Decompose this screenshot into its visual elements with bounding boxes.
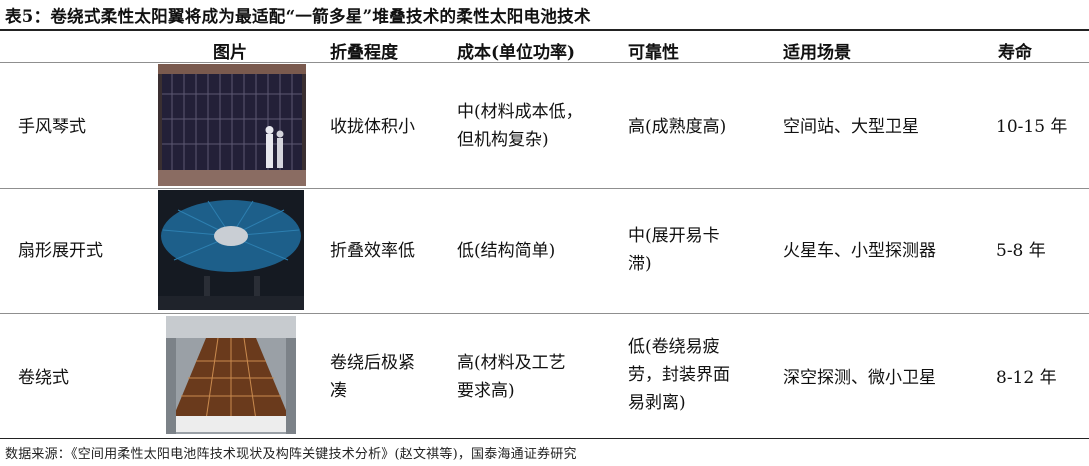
row1-separator — [0, 188, 1089, 189]
row3-cost: 高(材料及工艺 要求高) — [457, 353, 566, 401]
rolled-array-photo — [166, 316, 296, 434]
fan-array-photo — [158, 190, 304, 310]
row3-type: 卷绕式 — [18, 368, 69, 388]
row2-type: 扇形展开式 — [18, 241, 103, 261]
row1-lifespan: 10-15 年 — [996, 117, 1068, 137]
row1-folding: 收拢体积小 — [330, 117, 415, 137]
row2-cost: 低(结构简单) — [457, 241, 556, 261]
row2-separator — [0, 313, 1089, 314]
header-folding: 折叠程度 — [330, 43, 398, 63]
source-footnote: 数据来源：《空间用柔性太阳电池阵技术现状及构阵关键技术分析》(赵文祺等)，国泰海… — [5, 447, 577, 462]
header-scenario: 适用场景 — [783, 43, 851, 63]
top-rule — [0, 29, 1089, 31]
row3-reliability: 低(卷绕易疲 劳，封装界面 易剥离) — [628, 337, 730, 413]
header-reliability: 可靠性 — [628, 43, 679, 63]
row2-folding: 折叠效率低 — [330, 241, 415, 261]
header-separator — [0, 62, 1089, 63]
row2-reliability: 中(展开易卡 滞) — [628, 226, 720, 274]
row1-cost: 中(材料成本低， 但机构复杂) — [457, 102, 583, 150]
row3-scenario: 深空探测、微小卫星 — [783, 368, 936, 388]
row1-reliability: 高(成熟度高) — [628, 117, 727, 137]
header-cost: 成本(单位功率) — [457, 43, 576, 63]
bottom-rule — [0, 438, 1089, 439]
row2-lifespan: 5-8 年 — [996, 241, 1046, 261]
header-picture: 图片 — [213, 43, 247, 63]
table-title: 表5：卷绕式柔性太阳翼将成为最适配“一箭多星”堆叠技术的柔性太阳电池技术 — [5, 7, 591, 26]
row1-scenario: 空间站、大型卫星 — [783, 117, 919, 137]
row3-folding: 卷绕后极紧 凑 — [330, 353, 415, 401]
row3-lifespan: 8-12 年 — [996, 368, 1057, 388]
row1-type: 手风琴式 — [18, 117, 86, 137]
row2-scenario: 火星车、小型探测器 — [783, 241, 936, 261]
accordion-array-photo — [158, 64, 306, 186]
header-lifespan: 寿命 — [998, 43, 1032, 63]
